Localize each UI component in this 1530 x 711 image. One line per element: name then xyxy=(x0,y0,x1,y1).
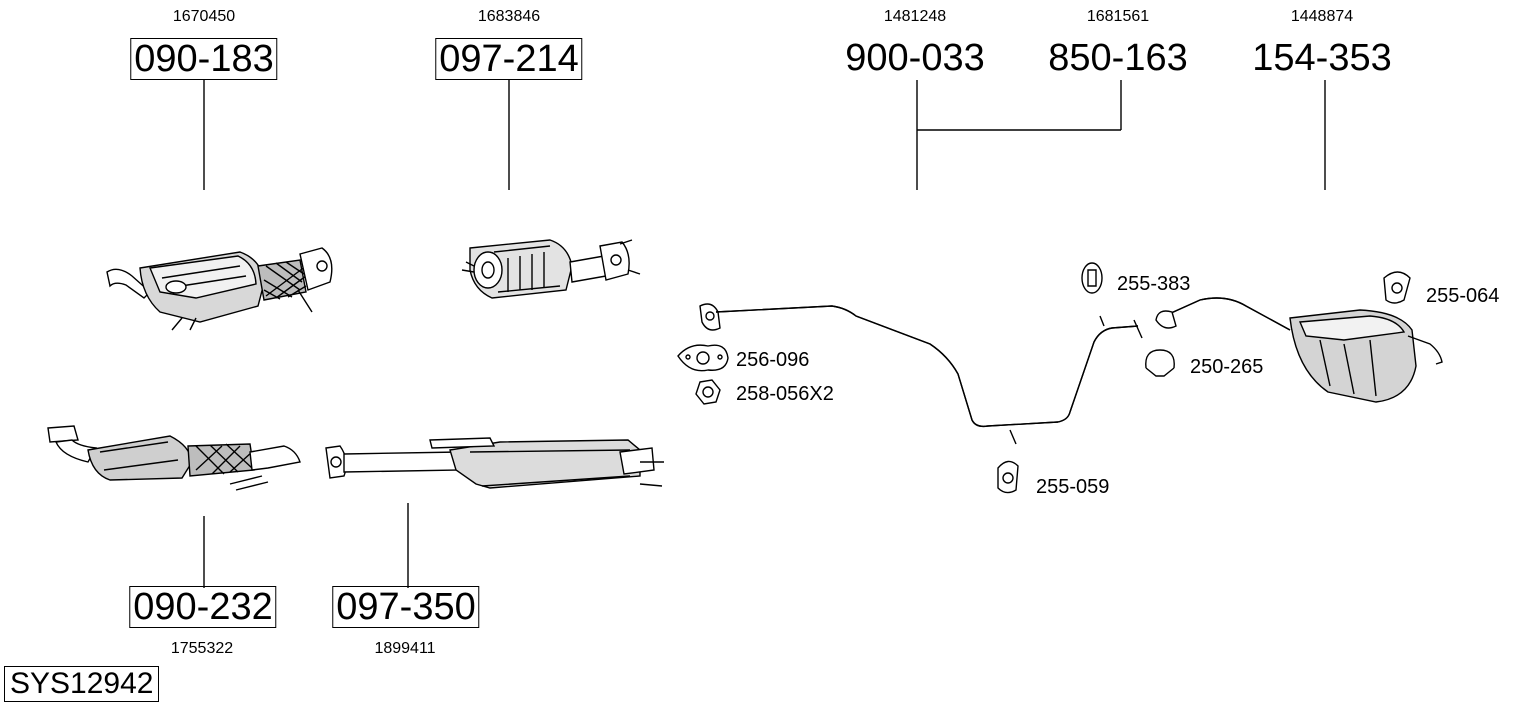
oem-number-1899411: 1899411 xyxy=(374,640,436,657)
gasket-icon[interactable] xyxy=(677,344,729,372)
part-number-090-232[interactable]: 090-232 xyxy=(129,586,277,628)
system-code-label: SYS12942 xyxy=(4,666,160,702)
catalytic-converter-090-232[interactable] xyxy=(47,425,301,491)
accessory-label-255-064[interactable]: 255-064 xyxy=(1426,285,1500,307)
rubber-hanger-icon[interactable] xyxy=(1383,271,1411,304)
oem-number-1683846: 1683846 xyxy=(477,8,541,25)
part-number-850-163[interactable]: 850-163 xyxy=(1048,37,1188,79)
catalytic-converter-090-183[interactable] xyxy=(106,247,333,331)
oem-number-1681561: 1681561 xyxy=(1086,8,1150,25)
nut-icon[interactable] xyxy=(695,379,721,405)
oem-number-1755322: 1755322 xyxy=(170,640,234,657)
particulate-filter-097-214[interactable] xyxy=(461,239,641,299)
part-number-154-353[interactable]: 154-353 xyxy=(1252,37,1392,79)
rubber-hanger-icon[interactable] xyxy=(1081,262,1103,294)
clamp-icon[interactable] xyxy=(1145,349,1175,377)
part-number-097-350[interactable]: 097-350 xyxy=(332,586,480,628)
rear-silencer-154-353[interactable] xyxy=(1155,297,1443,403)
accessory-label-255-059[interactable]: 255-059 xyxy=(1036,476,1110,498)
oem-number-1670450: 1670450 xyxy=(172,8,236,25)
intermediate-pipe-900-033[interactable] xyxy=(699,303,1143,445)
accessory-label-255-383[interactable]: 255-383 xyxy=(1117,273,1191,295)
accessory-label-250-265[interactable]: 250-265 xyxy=(1190,356,1264,378)
part-number-097-214[interactable]: 097-214 xyxy=(435,38,583,80)
center-pipe-097-350[interactable] xyxy=(325,437,664,489)
accessory-label-258-056x2[interactable]: 258-056X2 xyxy=(736,383,834,405)
part-number-090-183[interactable]: 090-183 xyxy=(130,38,278,80)
oem-number-1481248: 1481248 xyxy=(883,8,947,25)
part-number-900-033[interactable]: 900-033 xyxy=(845,37,985,79)
oem-number-1448874: 1448874 xyxy=(1290,8,1354,25)
rubber-hanger-icon[interactable] xyxy=(997,460,1019,494)
accessory-label-256-096[interactable]: 256-096 xyxy=(736,349,810,371)
